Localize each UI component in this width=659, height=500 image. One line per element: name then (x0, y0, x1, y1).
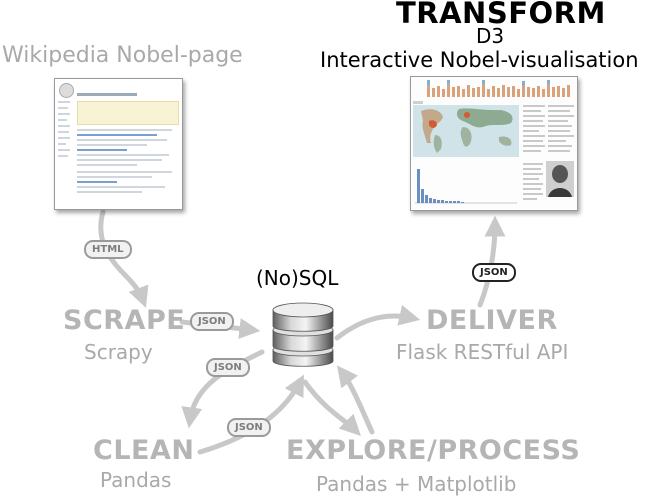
wikipedia-caption: Wikipedia Nobel-page (2, 43, 243, 68)
deliver-title: DELIVER (426, 305, 558, 336)
html-badge: HTML (84, 240, 132, 259)
nobel-visualisation-thumbnail (410, 76, 578, 211)
visualisation-preview (413, 80, 574, 204)
explore-title: EXPLORE/PROCESS (286, 435, 581, 466)
json-badge-clean-up: JSON (206, 358, 250, 377)
wikipedia-page-thumbnail (54, 78, 183, 210)
wikipedia-logo-icon (59, 83, 74, 98)
arrow-explore-to-db (336, 365, 375, 435)
arrow-db-to-clean (181, 349, 265, 429)
clean-tool: Pandas (100, 468, 172, 492)
scrape-title: SCRAPE (63, 305, 186, 336)
json-badge-deliver: JSON (472, 263, 516, 282)
clean-title: CLEAN (93, 435, 195, 466)
explore-tool: Pandas + Matplotlib (316, 472, 517, 496)
json-badge-scrape: JSON (190, 312, 234, 331)
arrow-clean-to-db (197, 374, 304, 455)
json-badge-clean-down: JSON (227, 418, 271, 437)
scrape-tool: Scrapy (84, 340, 153, 364)
database-icon (272, 302, 334, 367)
arrow-db-to-deliver (334, 305, 421, 341)
transform-title: TRANSFORM (396, 0, 606, 30)
transform-subtitle: D3 (476, 24, 505, 48)
database-label: (No)SQL (256, 266, 339, 290)
arrow-db-to-explore (302, 379, 361, 436)
arrow-wiki-to-scrape (98, 209, 149, 308)
deliver-tool: Flask RESTful API (396, 340, 569, 364)
visualisation-caption: Interactive Nobel-visualisation (320, 48, 639, 72)
